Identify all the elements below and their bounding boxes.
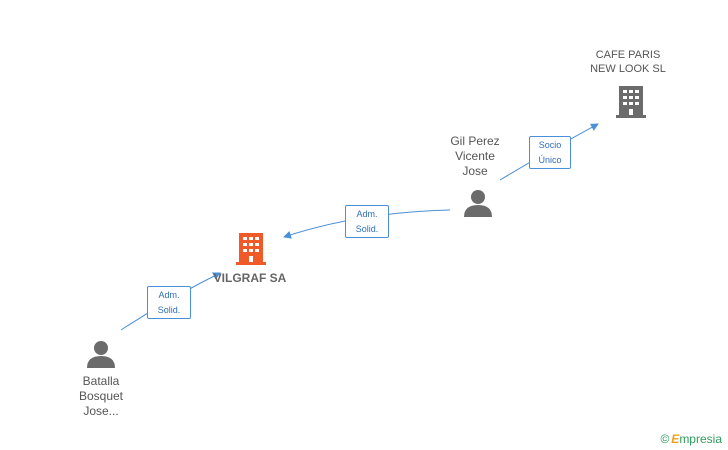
gil-perez-person-icon[interactable] bbox=[464, 190, 492, 217]
vilgraf-building-icon[interactable] bbox=[236, 233, 266, 265]
batalla-person-icon[interactable] bbox=[87, 341, 115, 368]
cafe-paris-building-icon[interactable] bbox=[616, 86, 646, 118]
empresia-watermark: ©Empresia bbox=[660, 432, 722, 446]
batalla-label[interactable]: Batalla Bosquet Jose... bbox=[78, 374, 124, 418]
gil-perez-label[interactable]: Gil Perez Vicente Jose bbox=[450, 134, 500, 178]
vilgraf-label[interactable]: VILGRAF SA bbox=[213, 271, 287, 285]
edge-label-adm-solid-batalla: Adm. Solid. bbox=[147, 286, 191, 319]
edge-label-adm-solid-gil: Adm. Solid. bbox=[345, 205, 389, 238]
watermark-name: mpresia bbox=[679, 432, 722, 446]
watermark-initial: E bbox=[671, 432, 680, 446]
edge-label-socio-unico: Socio Único bbox=[529, 136, 571, 169]
cafe-paris-label[interactable]: CAFE PARIS NEW LOOK SL bbox=[590, 49, 666, 75]
copyright-icon: © bbox=[660, 432, 670, 446]
